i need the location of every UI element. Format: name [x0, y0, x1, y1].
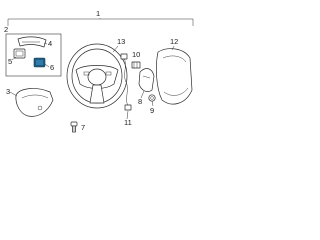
callout-13-leader: [112, 45, 119, 53]
callout-13[interactable]: 13: [117, 37, 125, 46]
callout-12[interactable]: 12: [170, 37, 178, 46]
connector-part[interactable]: [131, 61, 141, 69]
callout-8-leader: [140, 90, 145, 99]
fastener-part[interactable]: [70, 121, 78, 133]
callout-3[interactable]: 3: [6, 87, 10, 96]
callout-8[interactable]: 8: [138, 97, 142, 106]
callout-5-leader: [11, 56, 17, 61]
callout-10[interactable]: 10: [132, 50, 140, 59]
pad-right-part[interactable]: [138, 68, 155, 92]
callout-7[interactable]: 7: [81, 123, 85, 132]
callout-6[interactable]: 6: [50, 63, 54, 72]
callout-9-leader: [151, 100, 154, 107]
harness-part[interactable]: [120, 53, 132, 111]
callout-2[interactable]: 2: [4, 25, 8, 34]
parts-diagram: 1 2 4 5 6 3 7: [4, 9, 194, 133]
steering-wheel-part[interactable]: [66, 43, 128, 109]
callout-11[interactable]: 11: [124, 118, 132, 127]
callout-3-leader: [9, 91, 18, 97]
callout-9[interactable]: 9: [150, 106, 154, 115]
lower-trim-part[interactable]: [15, 88, 54, 117]
switch-left-part[interactable]: [13, 48, 26, 59]
callout-1[interactable]: 1: [96, 9, 100, 18]
callout-4[interactable]: 4: [48, 39, 52, 48]
inset-box: [5, 33, 62, 77]
switch-selected-part[interactable]: [33, 57, 46, 68]
callout-5[interactable]: 5: [8, 57, 12, 66]
trim-right-part[interactable]: [156, 48, 193, 105]
callout-4-leader: [43, 42, 48, 45]
assembly-bracket-line: [7, 18, 194, 26]
clip-part[interactable]: [148, 94, 156, 102]
bracket-part[interactable]: [17, 36, 47, 48]
callout-11-leader: [126, 110, 129, 120]
callout-6-leader: [44, 63, 50, 68]
callout-12-leader: [171, 45, 175, 51]
